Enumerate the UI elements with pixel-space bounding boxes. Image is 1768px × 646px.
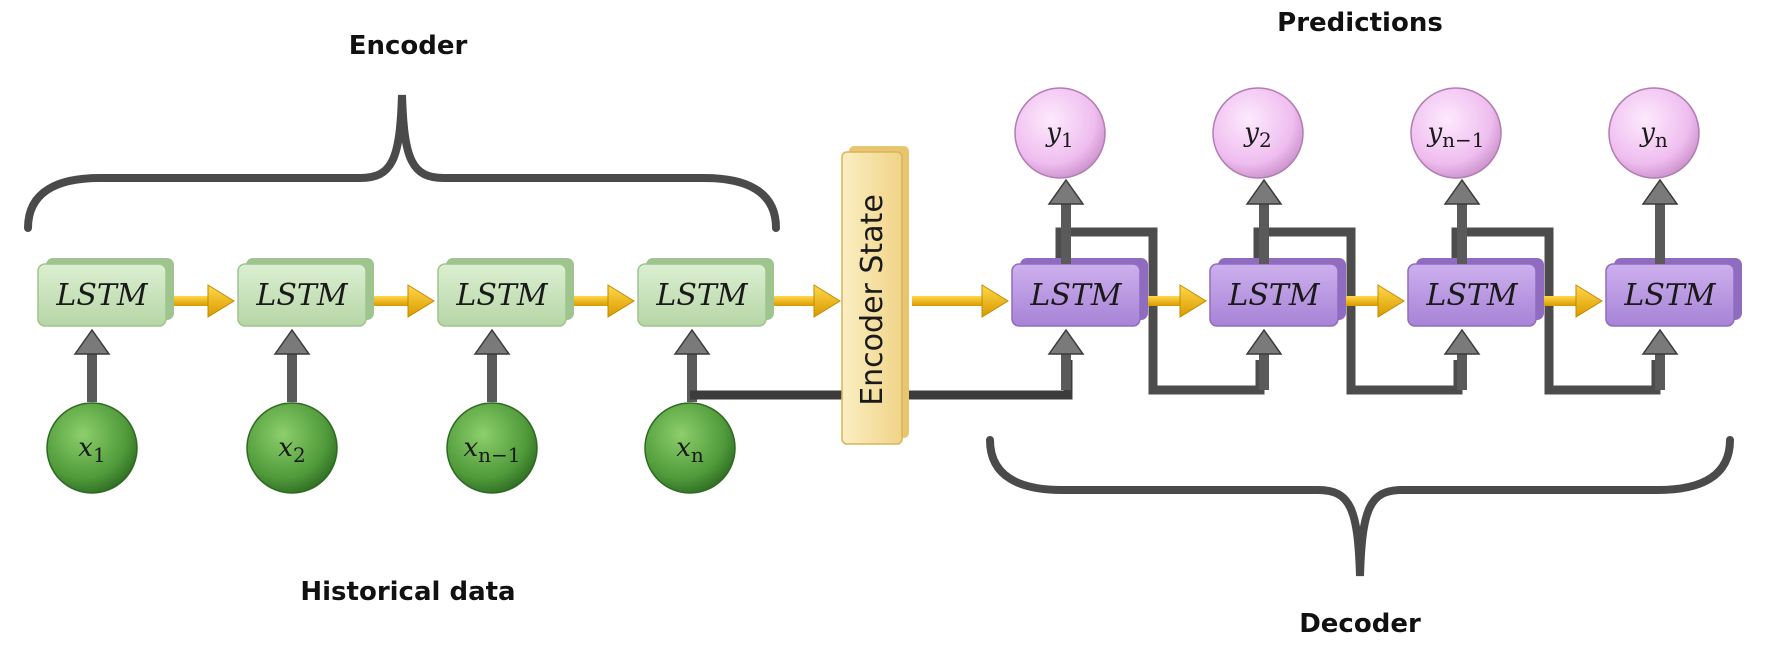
lstm-label: LSTM — [55, 278, 148, 313]
input-nodes: x1 x2 xn−1 xn — [46, 402, 736, 494]
encoder-input-arrows — [73, 328, 711, 402]
lstm-label: LSTM — [655, 278, 748, 313]
decoder-arrows — [1047, 178, 1679, 390]
state-to-decoder-arrow — [912, 284, 1009, 318]
output-arrow-4 — [1641, 178, 1679, 264]
output-arrow-3 — [1443, 178, 1481, 264]
input-node-1: x1 — [46, 402, 138, 494]
lstm-label: LSTM — [1425, 278, 1518, 313]
decoder-arrow-3 — [1540, 284, 1603, 318]
encoder-label: Encoder — [349, 31, 468, 61]
input-node-4: xn — [644, 402, 736, 494]
encoder-cells: LSTM LSTM LSTM LSTM — [37, 258, 774, 327]
node-label: x2 — [278, 433, 305, 467]
decoder-label: Decoder — [1299, 609, 1421, 639]
encoder-input-arrow-1 — [73, 328, 111, 402]
node-label: x1 — [78, 433, 105, 467]
node-label: yn — [1639, 118, 1668, 152]
encoder-lstm-cell-1: LSTM — [37, 258, 174, 327]
predictions-label: Predictions — [1277, 8, 1443, 38]
encoder-to-state-arrow — [770, 284, 841, 318]
encoder-arrow-2 — [370, 284, 435, 318]
decoder-input-arrow-2 — [1245, 328, 1283, 390]
encoder-input-arrow-2 — [273, 328, 311, 402]
historical-data-label: Historical data — [300, 577, 515, 607]
decoder-lstm-cell-3: LSTM — [1407, 258, 1544, 327]
encoder-lstm-cell-4: LSTM — [637, 258, 774, 327]
encoder-arrow-3 — [570, 284, 635, 318]
lstm-label: LSTM — [1623, 278, 1716, 313]
input-node-2: x2 — [246, 402, 338, 494]
decoder-input-arrow-1 — [1047, 328, 1085, 390]
node-label: xn−1 — [463, 433, 520, 467]
lstm-label: LSTM — [455, 278, 548, 313]
output-node-4: yn — [1608, 87, 1700, 179]
encoder-arrow-1 — [170, 284, 235, 318]
output-arrow-1 — [1047, 178, 1085, 264]
output-node-2: y2 — [1212, 87, 1304, 179]
node-label: y2 — [1243, 118, 1271, 152]
input-node-3: xn−1 — [446, 402, 538, 494]
decoder-lstm-cell-2: LSTM — [1209, 258, 1346, 327]
node-label: xn — [676, 433, 704, 467]
lstm-label: LSTM — [255, 278, 348, 313]
encoder-brace — [24, 94, 780, 232]
decoder-lstm-cell-1: LSTM — [1011, 258, 1148, 327]
output-node-1: y1 — [1014, 87, 1106, 179]
hidden-state-arrows — [170, 284, 1603, 318]
encoder-state-block: Encoder State — [841, 146, 909, 445]
decoder-feedback-paths — [1055, 227, 1661, 395]
encoder-state-label: Encoder State — [855, 194, 890, 406]
decoder-cells: LSTM LSTM LSTM LSTM — [1011, 258, 1742, 327]
decoder-arrow-1 — [1144, 284, 1207, 318]
encoder-lstm-cell-3: LSTM — [437, 258, 574, 327]
node-label: yn−1 — [1426, 118, 1484, 152]
decoder-input-arrow-4 — [1641, 328, 1679, 390]
node-label: y1 — [1045, 118, 1073, 152]
output-node-3: yn−1 — [1410, 87, 1502, 179]
lstm-label: LSTM — [1029, 278, 1122, 313]
output-arrow-2 — [1245, 178, 1283, 264]
decoder-lstm-cell-4: LSTM — [1605, 258, 1742, 327]
output-nodes: y1 y2 yn−1 yn — [1014, 87, 1700, 179]
decoder-arrow-2 — [1342, 284, 1405, 318]
encoder-input-arrow-3 — [473, 328, 511, 402]
decoder-input-arrow-3 — [1443, 328, 1481, 390]
encoder-lstm-cell-2: LSTM — [237, 258, 374, 327]
lstm-label: LSTM — [1227, 278, 1320, 313]
decoder-brace — [986, 436, 1734, 577]
encoder-input-arrow-4 — [673, 328, 711, 402]
